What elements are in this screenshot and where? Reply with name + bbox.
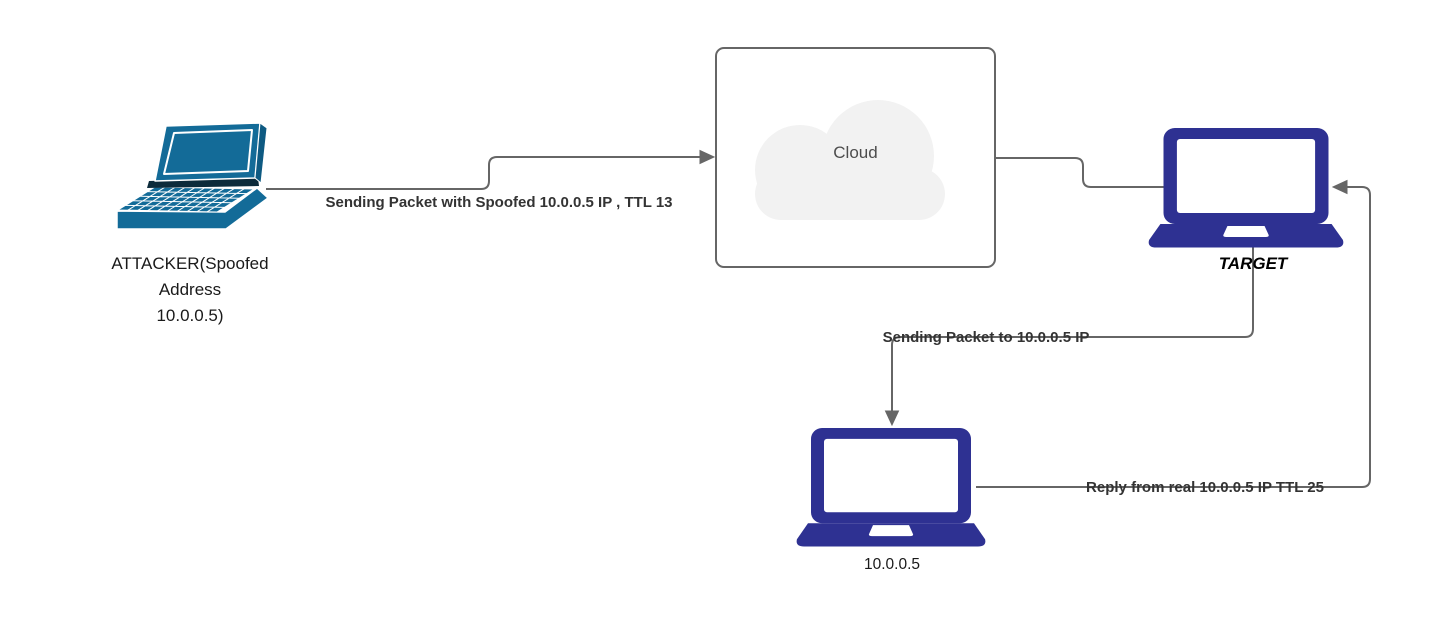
attacker-laptop-icon[interactable] xyxy=(100,118,270,233)
real-host-laptop-icon[interactable] xyxy=(795,428,987,547)
target-label: TARGET xyxy=(1218,254,1288,273)
real-host-label: 10.0.0.5 xyxy=(863,556,921,573)
attacker-label-line1: ATTACKER(Spoofed xyxy=(111,254,269,273)
attacker-label-line2: Address xyxy=(158,280,222,299)
edge-label-reply: Reply from real 10.0.0.5 IP TTL 25 xyxy=(1086,479,1324,496)
attacker-label: ATTACKER(Spoofed Address 10.0.0.5) xyxy=(111,251,268,329)
target-laptop-icon[interactable] xyxy=(1147,128,1345,248)
edge-spoofed-packet[interactable] xyxy=(266,156,700,190)
edge-target-to-real[interactable] xyxy=(891,246,1254,411)
edge-cloud-to-target[interactable] xyxy=(996,157,1172,188)
attacker-label-line3: 10.0.0.5) xyxy=(156,306,224,325)
edge-label-spoofed-packet: Sending Packet with Spoofed 10.0.0.5 IP … xyxy=(325,194,673,211)
cloud-icon xyxy=(755,100,945,220)
arrowhead-into-target-icon xyxy=(1331,179,1348,195)
arrowhead-into-real-host-icon xyxy=(884,410,900,427)
edge-reply[interactable] xyxy=(976,186,1371,488)
cloud-node[interactable]: Cloud xyxy=(715,47,996,268)
arrowhead-into-cloud-icon xyxy=(699,149,716,165)
edge-label-target-to-real: Sending Packet to 10.0.0.5 IP xyxy=(882,329,1090,346)
cloud-label: Cloud xyxy=(833,143,878,162)
